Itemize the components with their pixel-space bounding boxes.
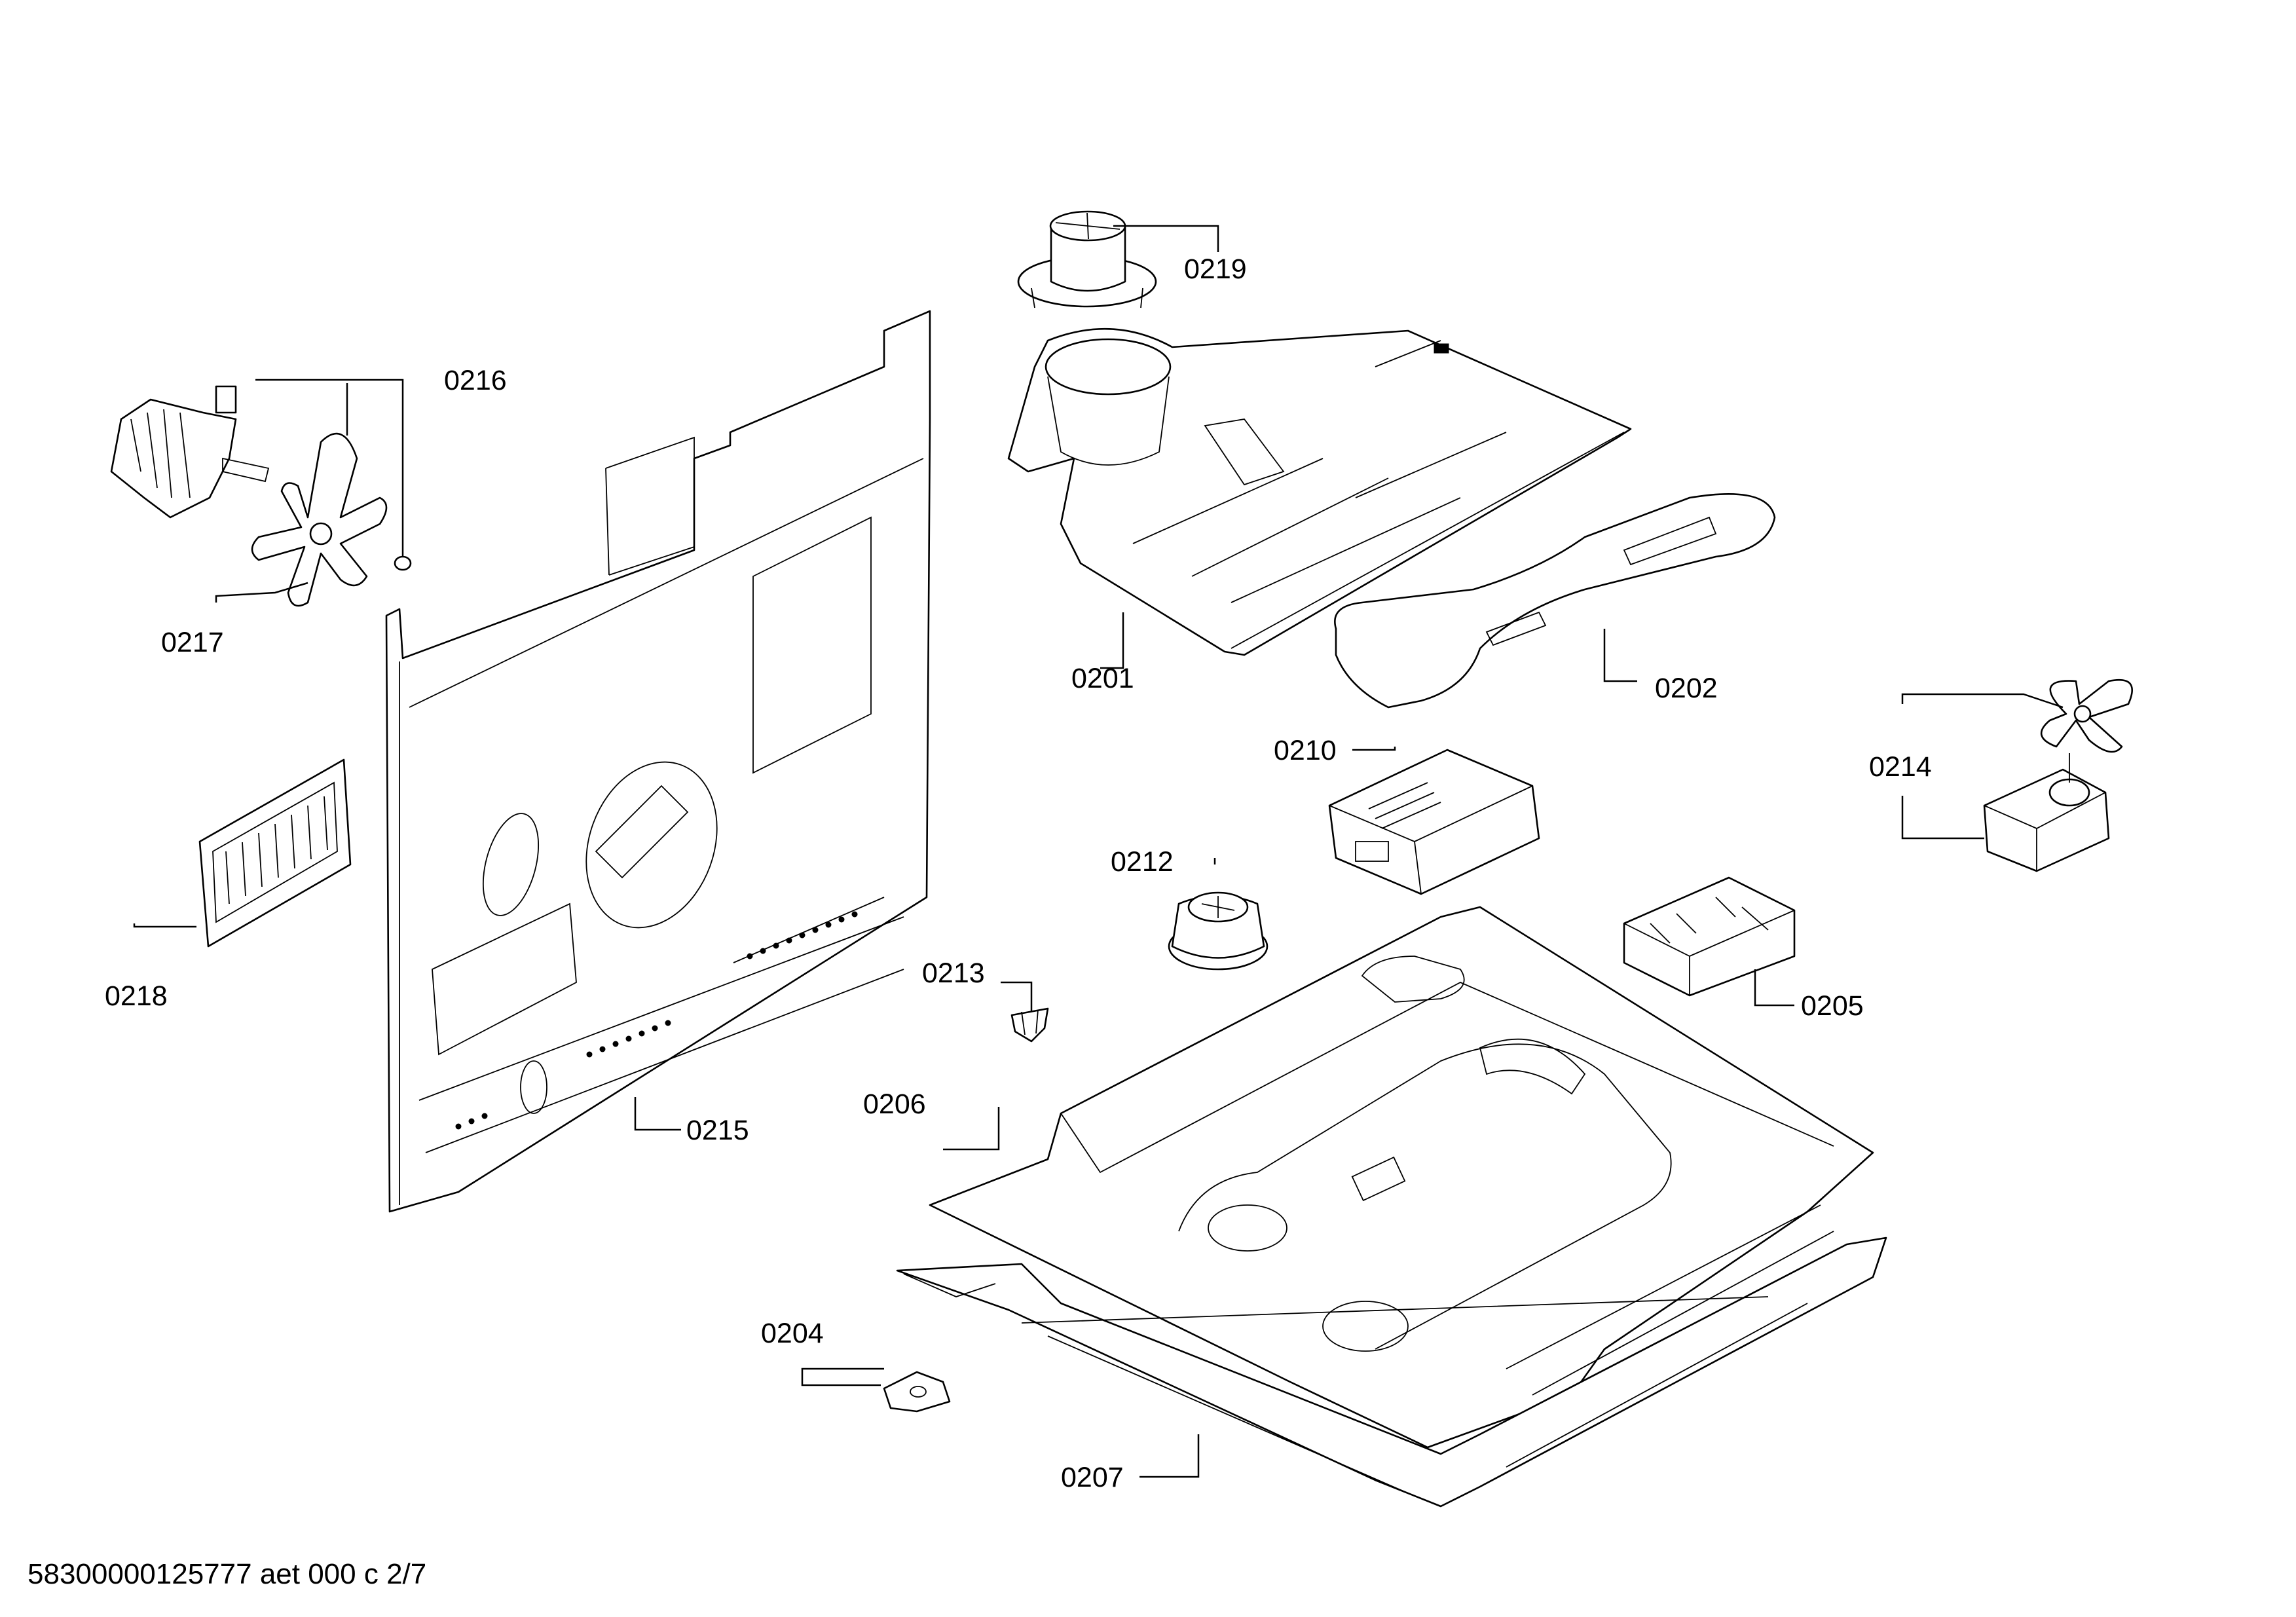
label-0214: 0214 [1869, 751, 1932, 783]
part-0206-base-plate [929, 906, 1874, 1449]
part-0210-control-module [1328, 749, 1540, 895]
part-0212-fan-wheel [1168, 891, 1268, 971]
label-0210: 0210 [1274, 735, 1337, 766]
leader-lines [133, 225, 2064, 1478]
label-0207: 0207 [1061, 1462, 1124, 1493]
document-reference-footer: 58300000125777 aet 000 c 2/7 [28, 1558, 426, 1590]
label-0206: 0206 [863, 1088, 926, 1120]
part-0214-cooling-fan [1983, 678, 2133, 872]
label-0216: 0216 [444, 365, 507, 396]
part-0207-bottom-frame [896, 1236, 1887, 1508]
label-0213: 0213 [922, 957, 985, 989]
part-0213-clip [1010, 1007, 1049, 1043]
part-0216-fan-motor [110, 385, 270, 519]
label-0212: 0212 [1111, 846, 1174, 878]
part-0204-bracket [883, 1371, 951, 1413]
part-0216-nut [394, 555, 412, 571]
label-0201: 0201 [1071, 663, 1134, 694]
label-0218: 0218 [105, 980, 168, 1012]
label-0219: 0219 [1184, 253, 1247, 285]
part-0215-back-panel [385, 310, 931, 1213]
part-0219-duct-collar [1017, 210, 1157, 308]
label-0217: 0217 [161, 627, 224, 658]
label-0204: 0204 [761, 1318, 824, 1349]
part-0201-air-duct [1007, 327, 1632, 656]
part-0202-cover-plate [1334, 493, 1776, 709]
label-0202: 0202 [1655, 673, 1718, 704]
label-0215: 0215 [686, 1115, 749, 1146]
part-0205-connector-block [1623, 876, 1796, 997]
part-labels: 0219 0216 0217 0201 0202 0210 0214 0212 … [105, 253, 1932, 1493]
part-0218-grease-filter [198, 758, 352, 948]
part-0217-fan-blade [251, 432, 388, 607]
label-0205: 0205 [1801, 990, 1864, 1022]
